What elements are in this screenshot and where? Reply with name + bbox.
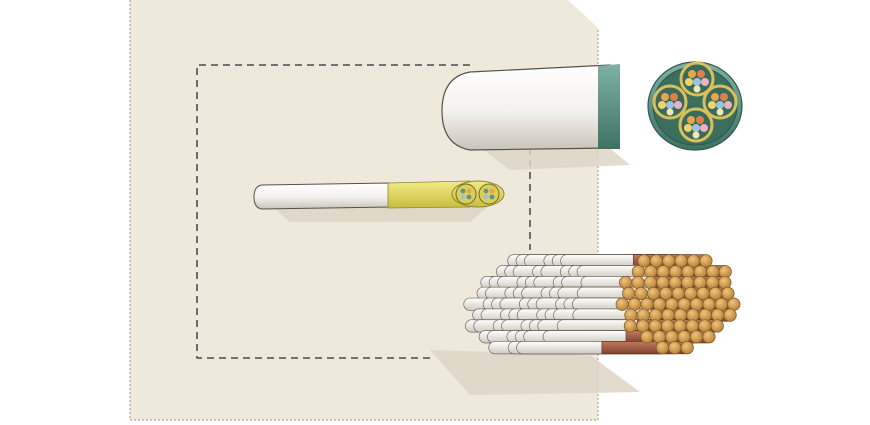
- conductor-end: [622, 286, 636, 300]
- fiber-unit-right: [702, 84, 738, 120]
- conductor-end: [640, 330, 654, 344]
- conductor-end: [655, 341, 670, 355]
- conductor-end: [718, 275, 732, 290]
- conductor-end: [684, 286, 698, 300]
- conductor-end: [689, 330, 704, 344]
- conductor-end: [696, 286, 710, 300]
- fiber-unit-left: [652, 84, 688, 120]
- conductor-end: [634, 286, 648, 300]
- conductor-end: [662, 254, 676, 268]
- conductor-end: [668, 275, 682, 290]
- conductor-end: [615, 297, 629, 311]
- conductor-end: [699, 254, 713, 268]
- conductor-end: [723, 308, 737, 322]
- conductor-end: [668, 341, 682, 355]
- large-fiber-cable: [441, 61, 743, 151]
- fiber-unit-bottom: [678, 107, 714, 143]
- conductor-end: [721, 286, 735, 300]
- conductor-end: [686, 254, 701, 268]
- conductor-end: [623, 319, 638, 333]
- conductor-end: [705, 275, 720, 290]
- fiber-unit-top: [679, 61, 715, 97]
- conductor-end: [671, 286, 685, 300]
- small-fiber-cable: [253, 180, 505, 210]
- copper-cable-bundle: [463, 254, 741, 355]
- conductor-end: [693, 275, 707, 290]
- conductor-end: [643, 275, 658, 290]
- conductor-end: [710, 319, 724, 333]
- conductor-end: [665, 330, 679, 344]
- conductor-end: [619, 275, 633, 290]
- conductor-end: [680, 341, 694, 355]
- conductor-end: [708, 286, 723, 300]
- conductor-end: [681, 275, 695, 290]
- conductor-end: [649, 254, 663, 268]
- conductor-end: [652, 330, 666, 344]
- conductor-end: [656, 275, 670, 290]
- conductor-end: [646, 286, 661, 300]
- conductor-end: [674, 254, 688, 268]
- conductor-end: [677, 330, 691, 344]
- conductor-end: [631, 275, 645, 290]
- conductor-end: [659, 286, 673, 300]
- conductor-end: [637, 254, 651, 268]
- conductor-end: [702, 330, 716, 344]
